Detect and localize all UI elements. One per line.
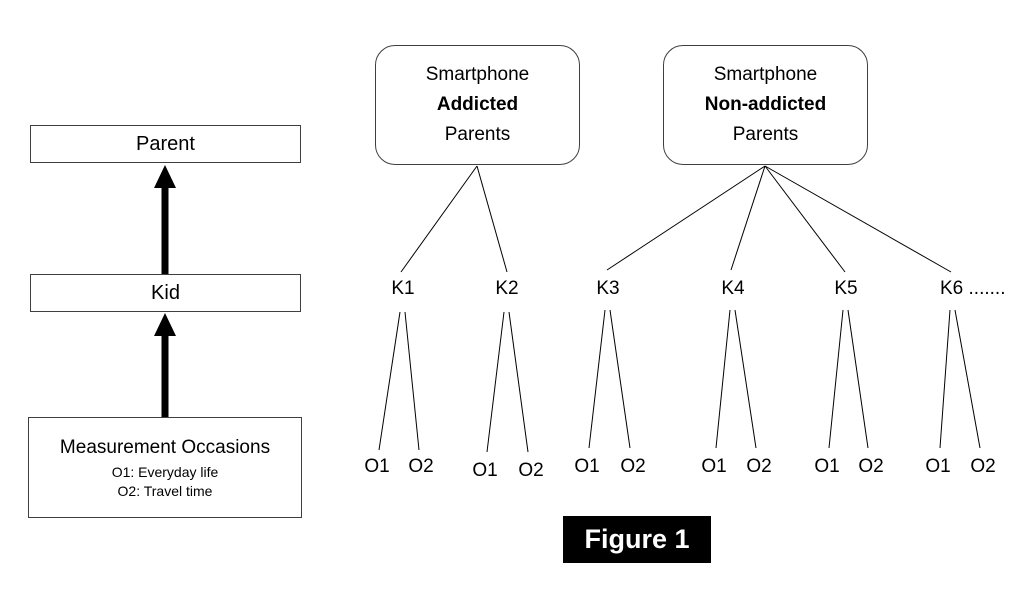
non-addicted-group-branches bbox=[606, 165, 952, 273]
occasion-o2-under-k4: O2 bbox=[746, 456, 772, 477]
addicted-group-branches bbox=[400, 165, 508, 273]
kid-label: Kid bbox=[151, 281, 180, 304]
occasion-o1-under-k2: O1 bbox=[472, 460, 498, 481]
measurement-item-o1: O1: Everyday life bbox=[111, 463, 219, 480]
occasion-o1-under-k6: O1 bbox=[925, 456, 951, 477]
occasion-o2-under-k5: O2 bbox=[858, 456, 884, 477]
up-arrow-kid-to-parent bbox=[154, 165, 176, 274]
kid-node-k3: K3 bbox=[596, 278, 620, 299]
kid-node-k4: K4 bbox=[721, 278, 745, 299]
group-line-3: Parents bbox=[732, 124, 799, 145]
group-line-1: Smartphone bbox=[713, 64, 818, 85]
kid-occasion-branches bbox=[378, 309, 981, 453]
kid-box: Kid bbox=[30, 274, 301, 312]
figure-caption-text: Figure 1 bbox=[584, 524, 690, 554]
occasion-o1-under-k1: O1 bbox=[364, 456, 390, 477]
occasion-o1-under-k3: O1 bbox=[574, 456, 600, 477]
group-line-2: Addicted bbox=[436, 94, 519, 115]
kid-node-k2: K2 bbox=[495, 278, 519, 299]
smartphone-non-addicted-parents-box: Smartphone Non-addicted Parents bbox=[663, 45, 868, 165]
occasion-o1-under-k5: O1 bbox=[814, 456, 840, 477]
parent-label: Parent bbox=[136, 132, 195, 155]
parent-box: Parent bbox=[30, 125, 301, 163]
kid-node-k6: K6 ....... bbox=[940, 278, 1006, 299]
kid-node-k1: K1 bbox=[391, 278, 415, 299]
up-arrow-measurement-to-kid bbox=[154, 313, 176, 417]
figure-caption: Figure 1 bbox=[563, 516, 711, 563]
measurement-occasions-title: Measurement Occasions bbox=[59, 436, 271, 458]
group-line-2: Non-addicted bbox=[704, 94, 827, 115]
occasion-o2-under-k2: O2 bbox=[518, 460, 544, 481]
measurement-item-o2: O2: Travel time bbox=[117, 482, 213, 499]
smartphone-addicted-parents-box: Smartphone Addicted Parents bbox=[375, 45, 580, 165]
group-line-1: Smartphone bbox=[425, 64, 530, 85]
occasion-o1-under-k4: O1 bbox=[701, 456, 727, 477]
occasion-o2-under-k3: O2 bbox=[620, 456, 646, 477]
occasion-o2-under-k1: O2 bbox=[408, 456, 434, 477]
occasion-o2-under-k6: O2 bbox=[970, 456, 996, 477]
kid-node-k5: K5 bbox=[834, 278, 858, 299]
measurement-occasions-box: Measurement Occasions O1: Everyday life … bbox=[28, 417, 302, 518]
group-line-3: Parents bbox=[444, 124, 511, 145]
